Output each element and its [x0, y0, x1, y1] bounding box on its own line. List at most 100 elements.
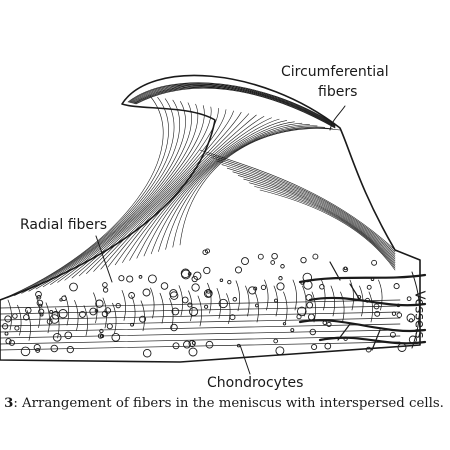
cell [143, 349, 151, 357]
cell [62, 296, 67, 301]
cell [143, 289, 150, 296]
circumferential-fiber [29, 101, 186, 291]
cell [103, 283, 108, 288]
cell [375, 311, 380, 316]
radial-fiber [75, 300, 79, 330]
cell [15, 326, 19, 330]
cell [392, 312, 395, 315]
circumferential-fiber [173, 128, 333, 247]
circumferential-fiber [249, 183, 395, 267]
circumferential-fiber [22, 100, 180, 293]
cell [308, 314, 314, 320]
cell [131, 323, 134, 326]
cell [65, 332, 72, 339]
cell [190, 308, 198, 316]
cell [51, 345, 58, 352]
radial-fiber [236, 281, 240, 311]
leader-chondrocytes [240, 345, 250, 374]
cell [323, 321, 327, 325]
radial-fiber [303, 286, 307, 316]
figure-caption: e 3: Arrangement of fibers in the menisc… [0, 396, 450, 436]
radial-fiber [265, 280, 269, 310]
cell [127, 276, 133, 282]
cell [327, 322, 331, 326]
cell [26, 308, 32, 314]
cell [367, 285, 371, 289]
vessel-branch [350, 284, 360, 300]
cell [307, 302, 313, 308]
cell [112, 333, 120, 341]
cell [301, 257, 306, 262]
cell [21, 347, 30, 356]
cell [325, 343, 331, 349]
label-radial-fibers: Radial fibers [20, 217, 107, 234]
cell [53, 333, 61, 341]
cell [5, 332, 8, 335]
cell [279, 277, 282, 280]
cell [274, 339, 278, 343]
label-chondrocytes: Chondrocytes [207, 375, 303, 392]
cell [2, 324, 7, 329]
cell [189, 348, 197, 356]
cell [398, 344, 406, 352]
circumferential-fiber [255, 186, 395, 268]
cell [107, 324, 112, 329]
cell [275, 299, 278, 302]
cell [272, 253, 278, 259]
circumferential-fiber [0, 96, 163, 300]
cell [182, 297, 188, 303]
chondrocyte-cells [2, 249, 416, 357]
radial-fiber [113, 303, 117, 333]
radial-fiber [312, 292, 316, 322]
cell [70, 283, 78, 291]
label-circumferential-line1: Circumferential [281, 64, 389, 81]
label-vessels: Vessels [411, 291, 426, 339]
cell [271, 261, 275, 265]
cell [119, 276, 124, 281]
cell [276, 347, 284, 355]
caption-prefix: e 3 [0, 396, 13, 411]
cell [205, 305, 208, 308]
circumferential-fibers [0, 83, 395, 300]
circumferential-fiber [137, 122, 295, 258]
cell [256, 304, 259, 307]
radial-fiber [227, 294, 231, 324]
radial-fiber [132, 296, 136, 326]
cell [283, 323, 285, 325]
radial-fiber [369, 292, 373, 322]
radial-fiber [160, 293, 164, 323]
cell [390, 332, 395, 337]
cell [13, 314, 18, 319]
cell [59, 310, 67, 318]
cell [67, 346, 73, 352]
cell [372, 260, 377, 265]
cell [313, 254, 318, 259]
radial-fiber [151, 288, 155, 318]
cell [277, 283, 284, 290]
circumferential-fiber [180, 128, 340, 245]
radial-fiber [0, 306, 400, 314]
cell [220, 279, 223, 282]
radial-fiber [18, 305, 22, 335]
cell [394, 284, 399, 289]
cell [5, 316, 11, 322]
cell [397, 313, 402, 318]
radial-fiber [84, 306, 88, 336]
cell [192, 284, 199, 291]
cell [192, 341, 195, 344]
cell [281, 265, 285, 269]
caption-text: : Arrangement of fibers in the meniscus … [13, 396, 444, 411]
radial-fiber [293, 280, 297, 310]
vessel [300, 275, 425, 282]
cell [188, 303, 192, 307]
cell [204, 267, 210, 273]
cell [258, 254, 263, 259]
cell [139, 276, 142, 279]
cell [291, 329, 294, 332]
cell [235, 267, 241, 273]
cell [233, 298, 237, 302]
cell [298, 307, 307, 316]
cell [312, 344, 317, 349]
cell [161, 283, 168, 290]
cell [173, 343, 179, 349]
